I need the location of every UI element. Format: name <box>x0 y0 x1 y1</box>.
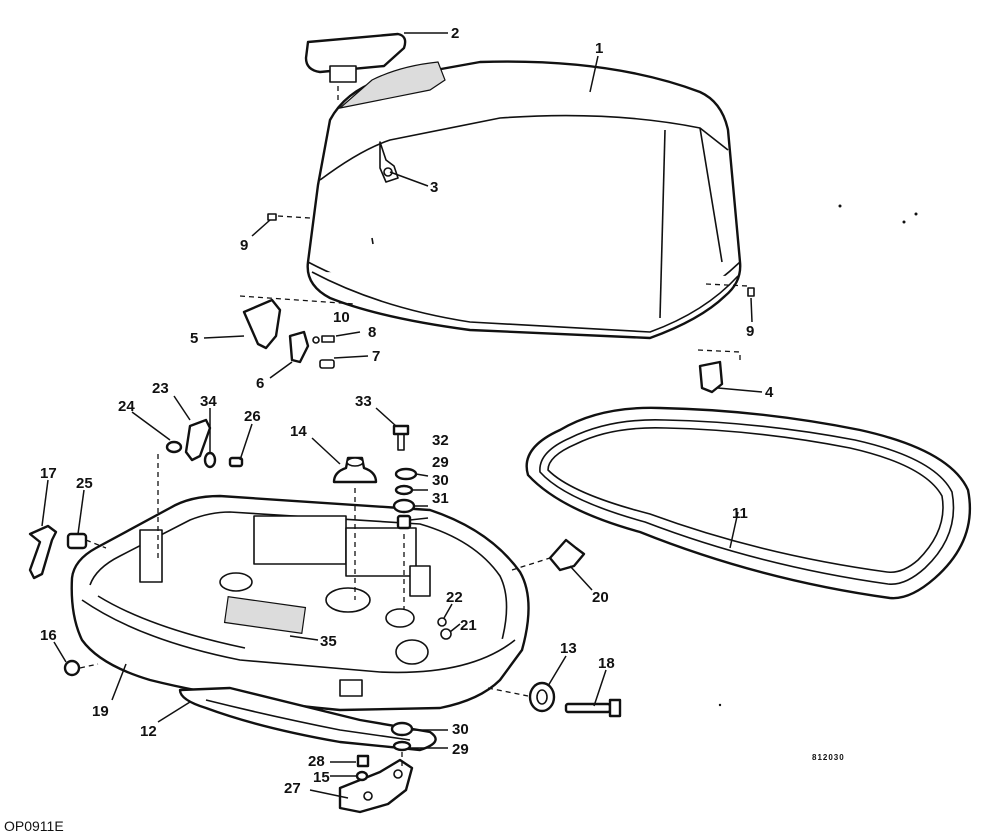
assembly-lines <box>79 86 749 770</box>
callout-6: 6 <box>256 375 264 392</box>
callout-35: 35 <box>320 633 337 650</box>
callout-2: 2 <box>451 25 459 42</box>
callout-25: 25 <box>76 475 93 492</box>
engine-cover-top <box>306 60 742 340</box>
cover-cap <box>304 32 448 83</box>
hardware-parts <box>28 213 755 782</box>
diagram-code: OP0911E <box>4 818 64 834</box>
scan-specks <box>718 204 918 707</box>
callout-30-upper: 30 <box>432 472 449 489</box>
callout-9-right: 9 <box>746 323 754 340</box>
callout-20: 20 <box>592 589 609 606</box>
callout-1: 1 <box>595 40 603 57</box>
callout-17: 17 <box>40 465 57 482</box>
drawing-number: 812030 <box>812 753 845 762</box>
callout-31: 31 <box>432 490 449 507</box>
callout-15: 15 <box>313 769 330 786</box>
callout-29-upper: 29 <box>432 454 449 471</box>
callout-9-left: 9 <box>240 237 248 254</box>
mounting-bracket <box>178 686 437 752</box>
callout-14: 14 <box>290 423 307 440</box>
callout-28: 28 <box>308 753 325 770</box>
callout-labels: 1 2 3 4 5 6 7 8 9 9 10 11 12 13 14 15 16… <box>40 25 845 797</box>
callout-19: 19 <box>92 703 109 720</box>
callout-26: 26 <box>244 408 261 425</box>
callout-22: 22 <box>446 589 463 606</box>
callout-16: 16 <box>40 627 57 644</box>
callout-5: 5 <box>190 330 198 347</box>
lower-engine-cover <box>70 494 530 712</box>
callout-8: 8 <box>368 324 376 341</box>
callout-18: 18 <box>598 655 615 672</box>
callout-30-lower: 30 <box>452 721 469 738</box>
callout-24: 24 <box>118 398 135 415</box>
callout-33: 33 <box>355 393 372 410</box>
callout-32: 32 <box>432 432 449 449</box>
callout-29-lower: 29 <box>452 741 469 758</box>
callout-7: 7 <box>372 348 380 365</box>
callout-3: 3 <box>430 179 438 196</box>
callout-27: 27 <box>284 780 301 797</box>
callout-23: 23 <box>152 380 169 397</box>
callout-4: 4 <box>765 384 774 401</box>
callout-10: 10 <box>333 309 350 326</box>
callout-21: 21 <box>460 617 477 634</box>
cover-seal <box>525 406 972 600</box>
leader-lines <box>41 55 763 799</box>
latch-bracket <box>338 758 414 814</box>
callout-34: 34 <box>200 393 217 410</box>
callout-13: 13 <box>560 640 577 657</box>
callout-11: 11 <box>732 505 748 522</box>
callout-12: 12 <box>140 723 157 740</box>
